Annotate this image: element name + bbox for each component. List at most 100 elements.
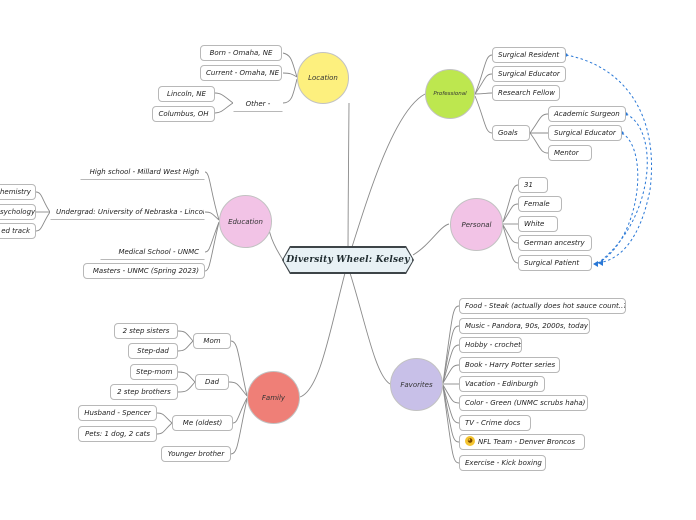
- fav-item-music[interactable]: Music - Pandora, 90s, 2000s, today: [459, 318, 590, 334]
- branch-location: [347, 102, 350, 251]
- fav-item-nfl[interactable]: ◕NFL Team - Denver Broncos: [459, 434, 585, 450]
- fam-link-brother: [230, 398, 248, 455]
- undergrad-sub-chemistry[interactable]: hemistry: [0, 184, 36, 200]
- me-item-pets[interactable]: Pets: 1 dog, 2 cats: [78, 426, 157, 442]
- mom-link-1: [177, 330, 194, 342]
- goals-item-educator[interactable]: Surgical Educator: [548, 125, 622, 141]
- pro-item-fellow[interactable]: Research Fellow: [492, 85, 560, 101]
- edu-item-highschool[interactable]: High school - Millard West High: [80, 164, 205, 180]
- edu-link-undergrad: [204, 211, 220, 221]
- mom-link-2: [177, 340, 194, 352]
- under-link-3: [35, 211, 51, 232]
- branch-family: [299, 272, 346, 398]
- edu-item-medschool[interactable]: Medical School - UNMC: [100, 244, 205, 260]
- personal-bubble[interactable]: Personal: [450, 198, 503, 251]
- mom-item-stepdad[interactable]: Step-dad: [128, 343, 178, 359]
- other-link-columbus: [214, 102, 234, 114]
- loc-link-born: [282, 52, 298, 78]
- edu-link-high: [204, 171, 220, 221]
- undergrad-sub-premed[interactable]: ed track: [0, 223, 36, 239]
- center-topic[interactable]: Diversity Wheel: Kelsey: [283, 247, 413, 273]
- undergrad-sub-psychology[interactable]: sychology: [0, 204, 36, 220]
- dad-item-stepmom[interactable]: Step-mom: [130, 364, 178, 380]
- pro-link-fellow: [474, 92, 493, 95]
- family-dad[interactable]: Dad: [195, 374, 229, 390]
- fav-item-tv[interactable]: TV - Crime docs: [459, 415, 531, 431]
- favorites-bubble[interactable]: Favorites: [390, 358, 443, 411]
- fav-item-book[interactable]: Book - Harry Potter series: [459, 357, 560, 373]
- fav-link-9: [442, 386, 460, 464]
- location-other-label[interactable]: Other -: [233, 96, 283, 112]
- fav-item-vacation[interactable]: Vacation - Edinburgh: [459, 376, 545, 392]
- fam-link-dad: [228, 381, 248, 397]
- location-bubble[interactable]: Location: [297, 52, 349, 104]
- dad-item-stepbrothers[interactable]: 2 step brothers: [110, 384, 178, 400]
- per-link-31: [502, 184, 519, 223]
- other-link-lincoln: [214, 92, 234, 104]
- favorites-label: Favorites: [400, 380, 433, 389]
- personal-label: Personal: [461, 220, 492, 229]
- family-label: Family: [261, 393, 286, 402]
- fav-link-4: [442, 364, 460, 384]
- per-item-gender[interactable]: Female: [518, 196, 562, 212]
- pro-link-educator: [474, 73, 493, 95]
- family-mom[interactable]: Mom: [193, 333, 231, 349]
- pro-goals-label[interactable]: Goals: [492, 125, 530, 141]
- edu-item-undergrad[interactable]: Undergrad: University of Nebraska - Linc…: [50, 204, 205, 220]
- relation-academic-patient: [597, 113, 648, 264]
- edu-item-masters[interactable]: Masters - UNMC (Spring 2023): [83, 263, 205, 279]
- education-label: Education: [228, 217, 263, 226]
- family-bubble[interactable]: Family: [247, 371, 300, 424]
- location-item-current[interactable]: Current - Omaha, NE: [200, 65, 282, 81]
- fav-link-7: [442, 385, 460, 424]
- fam-link-me: [232, 397, 248, 424]
- loc-link-current: [282, 72, 298, 78]
- fav-item-hobby[interactable]: Hobby - crochet: [459, 337, 522, 353]
- branch-personal: [412, 223, 450, 256]
- per-item-age[interactable]: 31: [518, 177, 548, 193]
- other-item-columbus[interactable]: Columbus, OH: [152, 106, 215, 122]
- per-item-patient[interactable]: Surgical Patient: [518, 255, 592, 271]
- football-face-icon: ◕: [465, 436, 475, 446]
- per-link-german: [502, 224, 519, 244]
- location-label: Location: [308, 74, 338, 82]
- location-item-born[interactable]: Born - Omaha, NE: [200, 45, 282, 61]
- per-link-female: [502, 203, 519, 223]
- professional-label: Professional: [433, 91, 467, 97]
- goals-link-academic: [529, 113, 549, 134]
- relation-educator-patient: [597, 132, 639, 264]
- goals-item-mentor[interactable]: Mentor: [548, 145, 592, 161]
- per-item-race[interactable]: White: [518, 216, 558, 232]
- professional-bubble[interactable]: Professional: [425, 69, 475, 119]
- pro-item-educator[interactable]: Surgical Educator: [492, 66, 566, 82]
- pro-item-resident[interactable]: Surgical Resident: [492, 47, 566, 63]
- family-me[interactable]: Me (oldest): [172, 415, 233, 431]
- fav-item-exercise[interactable]: Exercise - Kick boxing: [459, 455, 546, 471]
- goals-link-mentor: [529, 132, 549, 154]
- dad-link-1: [177, 371, 196, 383]
- per-item-ancestry[interactable]: German ancestry: [518, 235, 592, 251]
- me-link-2: [156, 422, 173, 435]
- fav-item-nfl-text: NFL Team - Denver Broncos: [478, 438, 576, 446]
- relation-arrow-2: [593, 261, 598, 267]
- fav-link-2: [442, 325, 460, 384]
- branch-favorites: [349, 272, 391, 385]
- fav-item-color[interactable]: Color - Green (UNMC scrubs haha): [459, 395, 588, 411]
- fav-link-1: [442, 305, 460, 384]
- me-item-husband[interactable]: Husband - Spencer: [78, 405, 157, 421]
- pro-link-resident: [474, 54, 493, 95]
- fam-link-mom: [230, 340, 248, 397]
- pro-link-goals: [474, 95, 493, 134]
- edu-link-med: [204, 221, 220, 253]
- family-brother[interactable]: Younger brother: [161, 446, 231, 462]
- fav-item-food[interactable]: Food - Steak (actually does hot sauce co…: [459, 298, 626, 314]
- fav-link-6: [442, 384, 460, 404]
- center-title: Diversity Wheel: Kelsey: [286, 255, 410, 265]
- edu-link-masters: [204, 221, 220, 272]
- mom-item-stepsisters[interactable]: 2 step sisters: [114, 323, 178, 339]
- other-item-lincoln[interactable]: Lincoln, NE: [158, 86, 215, 102]
- education-bubble[interactable]: Education: [219, 195, 272, 248]
- goals-item-academic[interactable]: Academic Surgeon: [548, 106, 626, 122]
- branch-professional: [351, 93, 426, 248]
